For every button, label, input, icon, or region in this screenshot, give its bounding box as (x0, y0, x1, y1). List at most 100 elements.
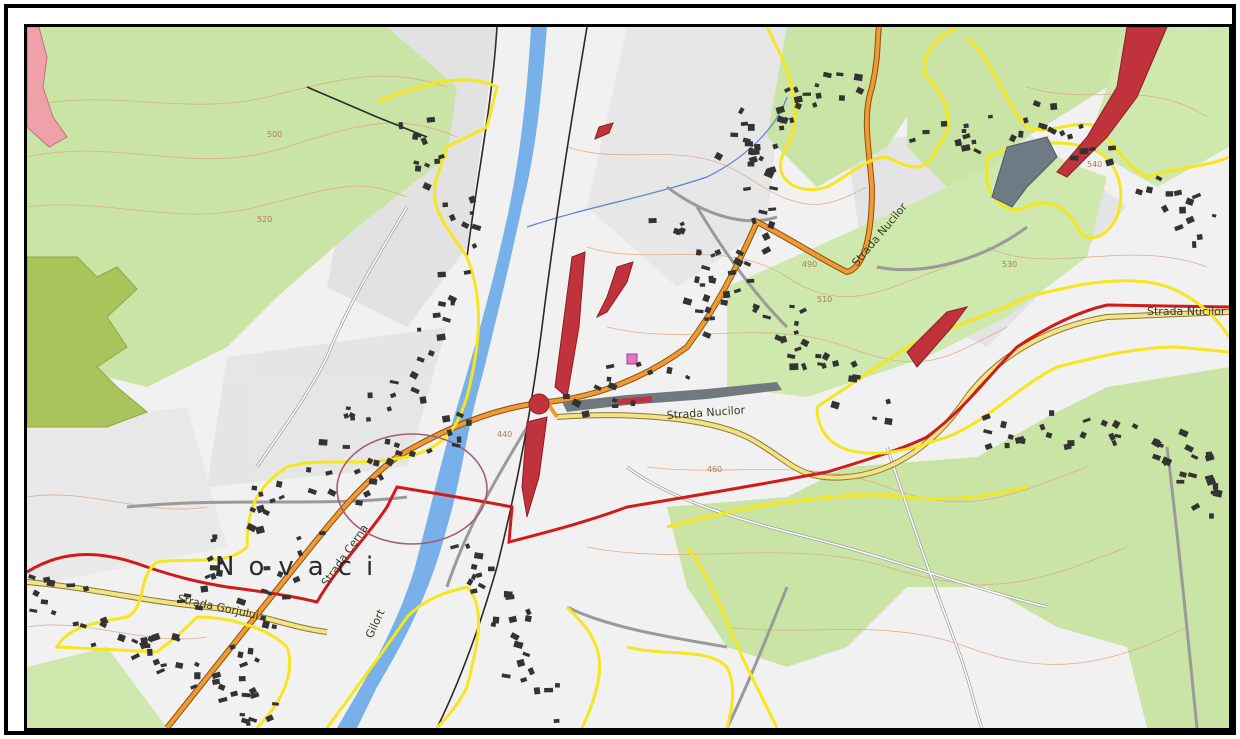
building (1058, 129, 1066, 137)
building (709, 316, 716, 321)
building (1211, 213, 1217, 218)
poi-marker[interactable] (626, 353, 638, 365)
map-canvas[interactable]: 500 520 490 510 440 460 530 540 Gilort (27, 27, 1229, 728)
building (761, 232, 771, 241)
contour-label: 460 (707, 465, 722, 474)
building (811, 102, 818, 108)
building (209, 565, 218, 571)
building (836, 72, 844, 77)
building (327, 488, 337, 497)
building (66, 583, 76, 588)
building (426, 447, 433, 454)
building (940, 120, 948, 127)
building (516, 658, 526, 668)
contour-label: 520 (257, 215, 272, 224)
building (1209, 513, 1214, 519)
building (260, 588, 269, 594)
building (544, 687, 554, 693)
building (423, 162, 431, 168)
building (710, 253, 716, 258)
building (377, 473, 385, 481)
building (1160, 204, 1169, 213)
building (246, 522, 257, 533)
building (117, 633, 126, 643)
building (259, 615, 267, 621)
building (1111, 439, 1118, 447)
building (800, 362, 808, 371)
building (384, 438, 391, 445)
building (212, 534, 218, 540)
building (1204, 453, 1215, 462)
building (733, 288, 742, 294)
building (263, 566, 271, 571)
contour-label: 500 (267, 130, 282, 139)
building (466, 419, 472, 426)
building (793, 320, 800, 327)
building (239, 661, 249, 668)
building (1050, 102, 1058, 111)
contour-label: 510 (817, 295, 832, 304)
road-strada-nucilor (27, 309, 1229, 635)
building (1145, 186, 1154, 194)
building (704, 306, 712, 314)
building (832, 359, 840, 368)
building (271, 624, 277, 630)
building (473, 552, 484, 560)
building (194, 672, 201, 680)
building (1176, 479, 1185, 484)
building (501, 673, 511, 679)
contour-lines (27, 75, 1208, 665)
building (261, 620, 270, 629)
building (408, 450, 416, 458)
building (799, 307, 807, 315)
building (742, 137, 751, 144)
building (1047, 126, 1058, 135)
building (455, 411, 465, 419)
building (353, 468, 361, 475)
building (1100, 419, 1109, 427)
building (305, 467, 312, 473)
building (822, 71, 832, 79)
building (648, 218, 657, 224)
building (1153, 438, 1160, 447)
building (275, 480, 283, 488)
building (817, 362, 823, 366)
building (782, 116, 789, 125)
building (571, 398, 582, 408)
building (236, 597, 247, 606)
building (732, 257, 744, 268)
building (524, 615, 532, 623)
building (436, 333, 446, 341)
building (218, 696, 228, 703)
building (211, 671, 222, 680)
building (343, 412, 350, 419)
building (605, 363, 615, 370)
building (46, 579, 56, 587)
building (527, 667, 535, 676)
building (1155, 175, 1163, 182)
building (606, 376, 612, 382)
building (419, 396, 427, 404)
building (210, 538, 217, 543)
building (362, 489, 372, 498)
building (748, 155, 758, 164)
building (410, 386, 420, 395)
contour-label: 530 (1002, 260, 1017, 269)
building (276, 570, 284, 578)
building (593, 384, 602, 392)
building (393, 442, 401, 449)
building (442, 202, 449, 208)
building (448, 213, 457, 222)
building (1135, 188, 1144, 196)
building (984, 443, 993, 451)
contour-label: 440 (497, 430, 512, 439)
building (131, 638, 139, 644)
building (1196, 233, 1203, 241)
building (409, 370, 419, 380)
building (522, 651, 531, 658)
building (456, 436, 462, 443)
building (471, 243, 478, 249)
place-name: Novaci (215, 552, 387, 582)
building (505, 594, 515, 600)
building (82, 585, 90, 592)
